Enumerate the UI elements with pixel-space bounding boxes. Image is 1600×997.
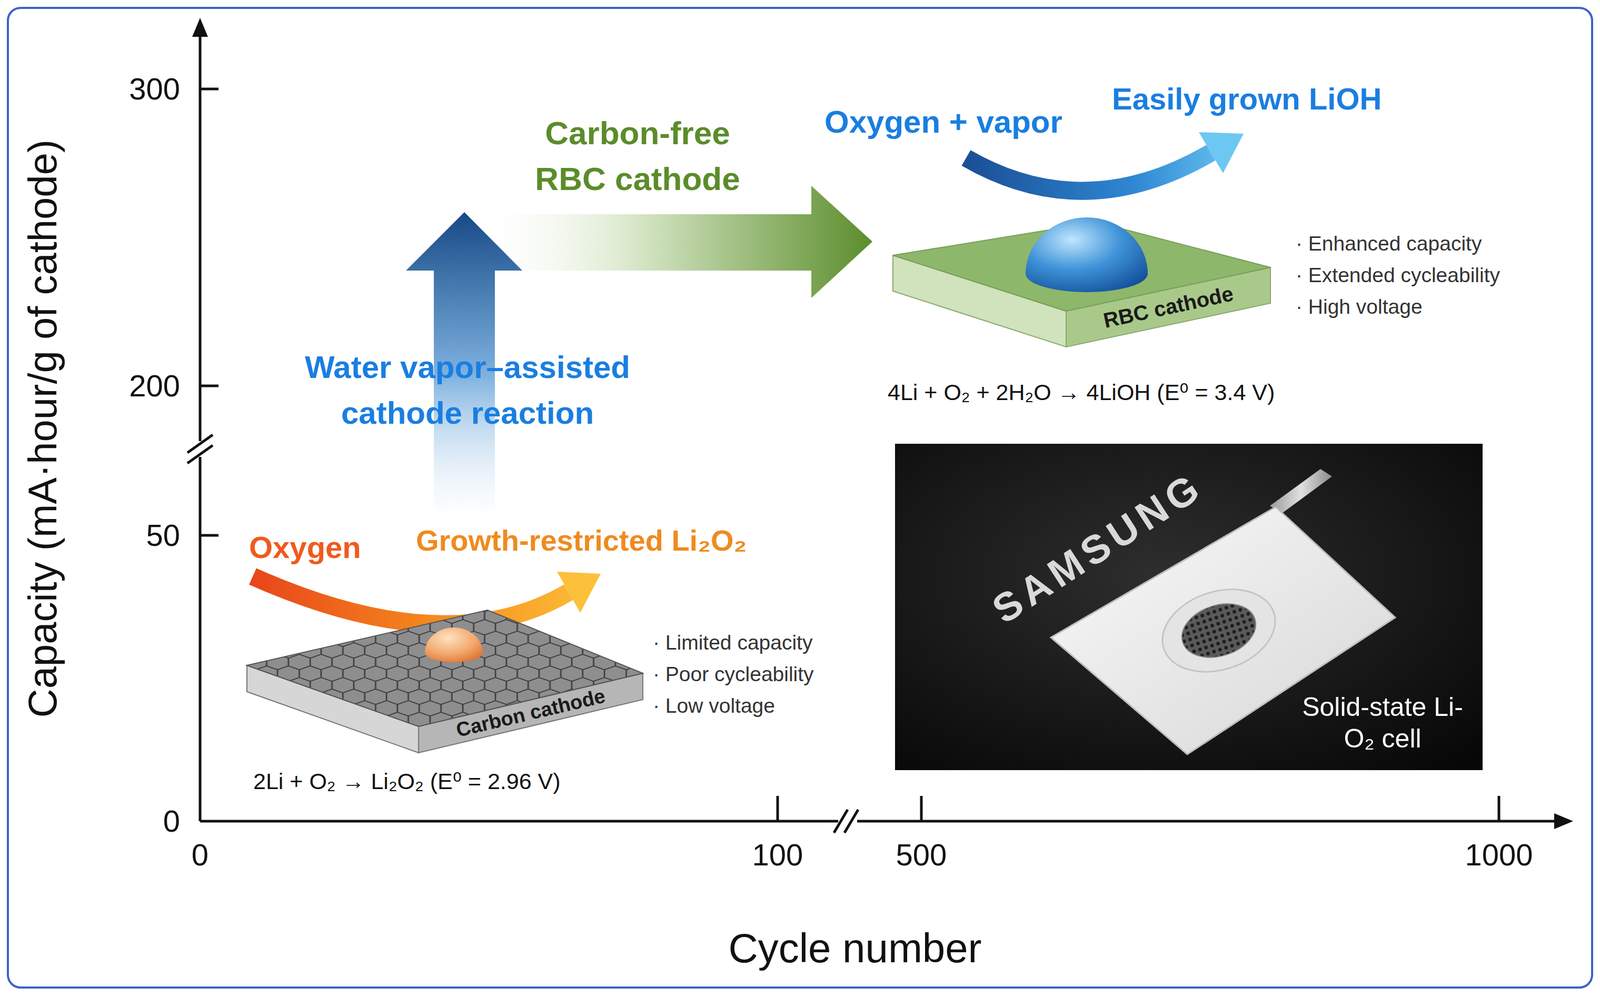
flow-label: Oxygen + vapor <box>824 103 1063 142</box>
illustration-part <box>187 434 213 453</box>
axis-break <box>833 808 859 835</box>
illustration-part <box>200 534 219 538</box>
y-axis <box>200 32 219 822</box>
photo-caption: Solid-state Li-O₂ cell <box>1295 691 1470 755</box>
reaction-arrow <box>966 152 1211 192</box>
process-label: Water vapor–assisted cathode reaction <box>267 344 668 436</box>
tick-label: 0 <box>191 836 209 874</box>
illustration-part <box>895 443 1483 771</box>
flow-label: Growth-restricted Li₂O₂ <box>415 522 748 559</box>
reaction-equation: 4Li + O₂ + 2H₂O → 4LiOH (E⁰ = 3.4 V) <box>887 379 1275 407</box>
figure-frame <box>7 7 1593 988</box>
carbon-cathode-slab: Carbon cathode <box>244 608 645 756</box>
axis-break <box>186 434 214 464</box>
illustration-part <box>200 820 1556 823</box>
property-bullet: · Limited capacity <box>652 630 813 656</box>
reaction-arrow <box>252 576 569 625</box>
property-bullet: · Low voltage <box>652 693 775 719</box>
process-label: Carbon-free RBC cathode <box>505 110 770 202</box>
tick-label: 50 <box>145 517 181 554</box>
x-axis <box>200 796 1556 822</box>
rbc-cathode-slab: RBC cathode <box>889 218 1277 351</box>
property-bullet: · Enhanced capacity <box>1295 231 1482 257</box>
tick-label: 1000 <box>1464 836 1533 874</box>
illustration-part <box>1151 575 1287 687</box>
illustration-part <box>424 627 483 663</box>
illustration-part <box>187 445 213 464</box>
reaction-arrowhead <box>1198 132 1244 174</box>
process-arrow <box>489 185 873 298</box>
illustration-part <box>1025 217 1148 293</box>
reaction-arrowhead <box>557 571 601 613</box>
carbon-cathode-slab-shape <box>244 608 645 756</box>
property-bullet: · High voltage <box>1295 294 1423 320</box>
axis-arrowhead <box>192 17 208 37</box>
tick-label: 500 <box>896 836 948 874</box>
illustration-part <box>1497 796 1501 822</box>
cell-photo: SAMSUNGSolid-state Li-O₂ cell <box>895 443 1483 771</box>
tick-label: 200 <box>128 367 181 405</box>
tick-label: 300 <box>128 70 181 108</box>
illustration-part <box>200 87 219 91</box>
illustration-part <box>844 809 859 833</box>
illustration-part <box>1175 594 1264 667</box>
illustration-part <box>920 796 923 822</box>
axis-arrowhead <box>1554 813 1574 830</box>
reaction-equation: 2Li + O₂ → Li₂O₂ (E⁰ = 2.96 V) <box>253 768 561 796</box>
property-bullet: · Poor cycleability <box>652 662 814 688</box>
illustration-part <box>199 32 202 822</box>
illustration-part <box>200 384 219 388</box>
tick-label: 0 <box>163 802 181 840</box>
tick-label: 100 <box>752 836 804 874</box>
flow-label: Easily grown LiOH <box>1111 80 1382 118</box>
illustration-part <box>776 796 780 822</box>
property-bullet: · Extended cycleability <box>1295 263 1500 288</box>
axis-title: Cycle number <box>728 923 982 974</box>
flow-label: Oxygen <box>249 529 362 566</box>
axis-title: Capacity (mA·hour/g of cathode) <box>18 139 67 718</box>
illustration-part <box>1269 469 1333 514</box>
